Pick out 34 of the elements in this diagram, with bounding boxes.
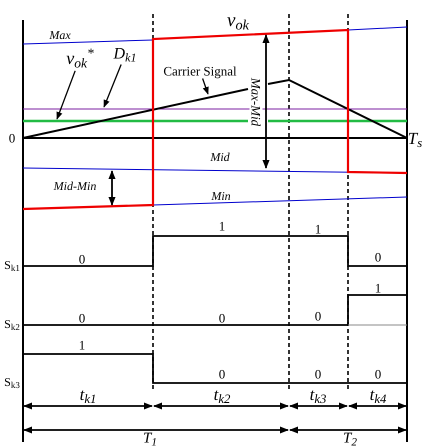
state-value: 1 xyxy=(374,282,382,294)
state-value: 0 xyxy=(314,368,322,380)
state-value: 0 xyxy=(78,312,86,324)
signal-name: S$_{k3}$ xyxy=(4,376,20,390)
leader-arrow xyxy=(202,78,209,95)
time-label: t$_{k2}$ xyxy=(214,386,230,406)
state-value: 0 xyxy=(314,310,322,322)
voltage-label: v$_{ok}$ xyxy=(227,11,249,33)
state-value: 0 xyxy=(374,368,382,380)
state-value: 0 xyxy=(218,312,226,324)
dimension-label: Max-Mid xyxy=(250,78,262,126)
period-label: T$_{1}$ xyxy=(143,431,157,448)
state-value: 1 xyxy=(218,220,226,232)
axis-label: 0 xyxy=(8,132,16,144)
curve-label: Min xyxy=(211,190,231,202)
signal-name: S$_{k2}$ xyxy=(4,318,20,332)
leader-arrow xyxy=(103,64,122,108)
callout-label: Carrier Signal xyxy=(163,64,237,78)
curve-label: Max xyxy=(49,29,71,41)
signal-name: S$_{k1}$ xyxy=(4,258,20,274)
state-value: 0 xyxy=(374,250,382,264)
axis-label: T$_{s}$ xyxy=(408,130,422,150)
state-value: 1 xyxy=(314,222,322,236)
time-label: t$_{k3}$ xyxy=(310,386,326,406)
dimension-label: Mid-Min xyxy=(54,180,96,192)
leader-arrow xyxy=(56,70,76,120)
time-label: t$_{k1}$ xyxy=(80,386,96,406)
period-label: T$_{2}$ xyxy=(343,431,357,448)
curve-label: Mid xyxy=(210,151,230,163)
state-value: 0 xyxy=(218,368,226,380)
state-value: 1 xyxy=(78,338,86,352)
state-value: 0 xyxy=(78,252,86,266)
time-label: t$_{k4}$ xyxy=(370,386,386,406)
duty-label: D$_{k1}$ xyxy=(114,46,136,64)
